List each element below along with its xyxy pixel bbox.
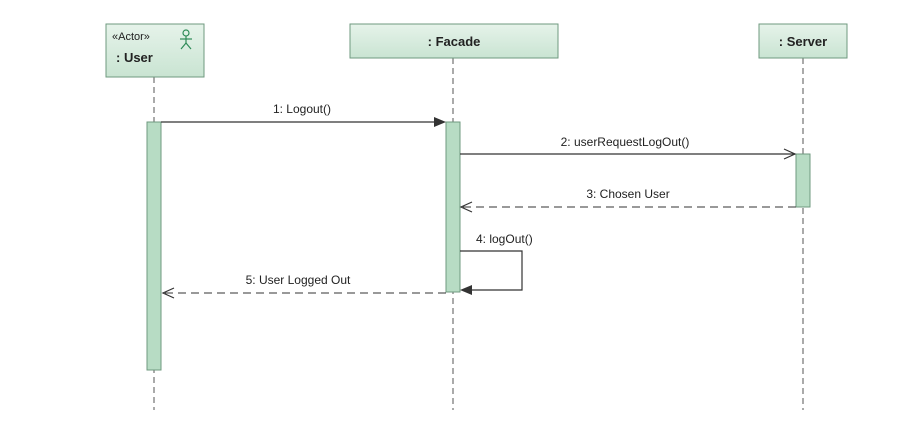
facade-lifeline-header[interactable]: : Facade xyxy=(349,23,559,59)
message-2[interactable]: 2: userRequestLogOut() xyxy=(460,135,797,160)
facade-lifeline-name: : Facade xyxy=(428,34,481,49)
open-arrowhead-icon xyxy=(459,201,473,213)
server-lifeline-header[interactable]: : Server xyxy=(758,23,848,59)
filled-arrowhead-icon xyxy=(460,285,472,295)
user-stereotype: «Actor» xyxy=(112,31,150,43)
server-activation-bar[interactable] xyxy=(795,153,811,208)
open-arrowhead-icon xyxy=(783,148,797,160)
message-1[interactable]: 1: Logout() xyxy=(161,102,446,127)
message-1-label: 1: Logout() xyxy=(273,102,331,116)
message-3[interactable]: 3: Chosen User xyxy=(459,187,796,213)
message-5-label: 5: User Logged Out xyxy=(246,273,351,287)
message-3-label: 3: Chosen User xyxy=(586,187,669,201)
message-2-label: 2: userRequestLogOut() xyxy=(561,135,690,149)
actor-icon xyxy=(180,29,192,50)
filled-arrowhead-icon xyxy=(434,117,446,127)
server-lifeline-name: : Server xyxy=(779,34,827,49)
message-4[interactable]: 4: logOut() xyxy=(460,232,533,295)
user-activation-bar[interactable] xyxy=(146,121,162,371)
open-arrowhead-icon xyxy=(161,287,175,299)
facade-activation-bar[interactable] xyxy=(445,121,461,293)
message-5[interactable]: 5: User Logged Out xyxy=(161,273,446,299)
user-lifeline-header[interactable]: «Actor» : User xyxy=(105,23,205,78)
message-4-label: 4: logOut() xyxy=(476,232,533,246)
user-lifeline-name: : User xyxy=(116,50,153,65)
